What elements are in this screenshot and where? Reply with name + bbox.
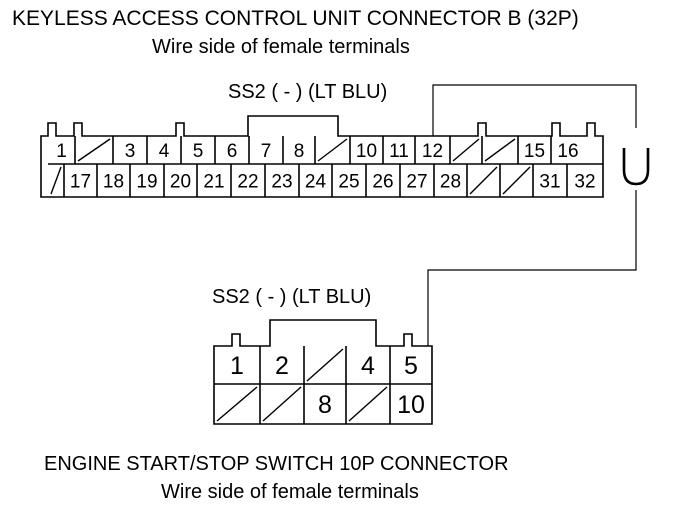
connector-b-terminal-24: 24 bbox=[305, 172, 327, 193]
connector-b-terminal-1: 1 bbox=[56, 141, 67, 162]
connector-b-terminal-6: 6 bbox=[227, 141, 238, 162]
connector-b-terminal-25: 25 bbox=[338, 172, 359, 193]
switch-terminal-4: 4 bbox=[361, 352, 375, 380]
connector-b-terminal-21: 21 bbox=[203, 172, 224, 193]
switch-connector-title: ENGINE START/STOP SWITCH 10P CONNECTOR bbox=[44, 453, 509, 475]
connector-b-terminal-32: 32 bbox=[574, 172, 595, 193]
unused-cavity-slash bbox=[317, 138, 348, 162]
unused-cavity-slash bbox=[216, 386, 258, 422]
switch-terminal-10: 10 bbox=[397, 391, 425, 419]
wire-label-connector-b: SS2 ( - ) (LT BLU) bbox=[228, 81, 388, 103]
connector-b-terminal-8: 8 bbox=[294, 141, 305, 162]
unused-cavity-slash bbox=[306, 348, 344, 382]
connector-b-terminal-28: 28 bbox=[440, 172, 461, 193]
switch-connector-housing bbox=[213, 319, 433, 425]
wire-junction-symbol bbox=[622, 148, 650, 186]
connector-b-terminal-3: 3 bbox=[125, 141, 136, 162]
unused-cavity-slash bbox=[50, 166, 62, 195]
switch-connector-subtitle: Wire side of female terminals bbox=[161, 481, 419, 503]
switch-terminal-8: 8 bbox=[318, 391, 332, 419]
connector-b-terminal-5: 5 bbox=[193, 141, 204, 162]
unused-cavity-slash bbox=[77, 138, 111, 162]
connector-b-terminal-27: 27 bbox=[406, 172, 427, 193]
connector-b-terminal-10: 10 bbox=[356, 141, 377, 162]
connector-b-title: KEYLESS ACCESS CONTROL UNIT CONNECTOR B … bbox=[12, 7, 579, 30]
connector-b-terminal-16: 16 bbox=[557, 141, 578, 162]
unused-cavity-slash bbox=[469, 166, 498, 195]
unused-cavity-slash bbox=[484, 138, 516, 162]
connector-b-terminal-23: 23 bbox=[271, 172, 292, 193]
connector-b-terminal-11: 11 bbox=[389, 141, 409, 162]
connector-b-terminal-7: 7 bbox=[261, 141, 272, 162]
switch-terminal-1: 1 bbox=[230, 352, 244, 380]
wire-label-switch: SS2 ( - ) (LT BLU) bbox=[212, 286, 372, 308]
unused-cavity-slash bbox=[348, 386, 388, 422]
connector-b-terminal-19: 19 bbox=[136, 172, 157, 193]
switch-terminal-2: 2 bbox=[275, 352, 289, 380]
connector-b-terminal-4: 4 bbox=[159, 141, 170, 162]
switch-row-1: 1 2 4 5 bbox=[230, 346, 418, 384]
wire-ss2-connector-b bbox=[432, 84, 637, 136]
connector-b-row-1: 1 3 4 5 6 7 8 10 11 12 15 16 bbox=[56, 136, 579, 164]
connector-b-housing bbox=[40, 115, 604, 198]
connector-b-terminal-22: 22 bbox=[237, 172, 258, 193]
switch-row-2: 8 10 bbox=[216, 384, 425, 424]
connector-b-subtitle: Wire side of female terminals bbox=[152, 36, 410, 58]
switch-terminal-5: 5 bbox=[404, 352, 418, 380]
unused-cavity-slash bbox=[262, 386, 302, 422]
unused-cavity-slash bbox=[502, 166, 531, 195]
connector-b-terminal-17: 17 bbox=[70, 172, 91, 193]
connector-b-terminal-15: 15 bbox=[524, 141, 545, 162]
connector-b-terminal-26: 26 bbox=[372, 172, 393, 193]
connector-b-terminal-12: 12 bbox=[422, 141, 443, 162]
connector-b-terminal-31: 31 bbox=[539, 172, 560, 193]
unused-cavity-slash bbox=[452, 138, 480, 162]
connector-b-terminal-20: 20 bbox=[170, 172, 191, 193]
wire-ss2-switch bbox=[427, 190, 637, 346]
connector-b-terminal-18: 18 bbox=[103, 172, 124, 193]
connector-b-row-2: 17 18 19 20 21 22 23 24 25 26 27 28 31 32 bbox=[50, 164, 596, 197]
